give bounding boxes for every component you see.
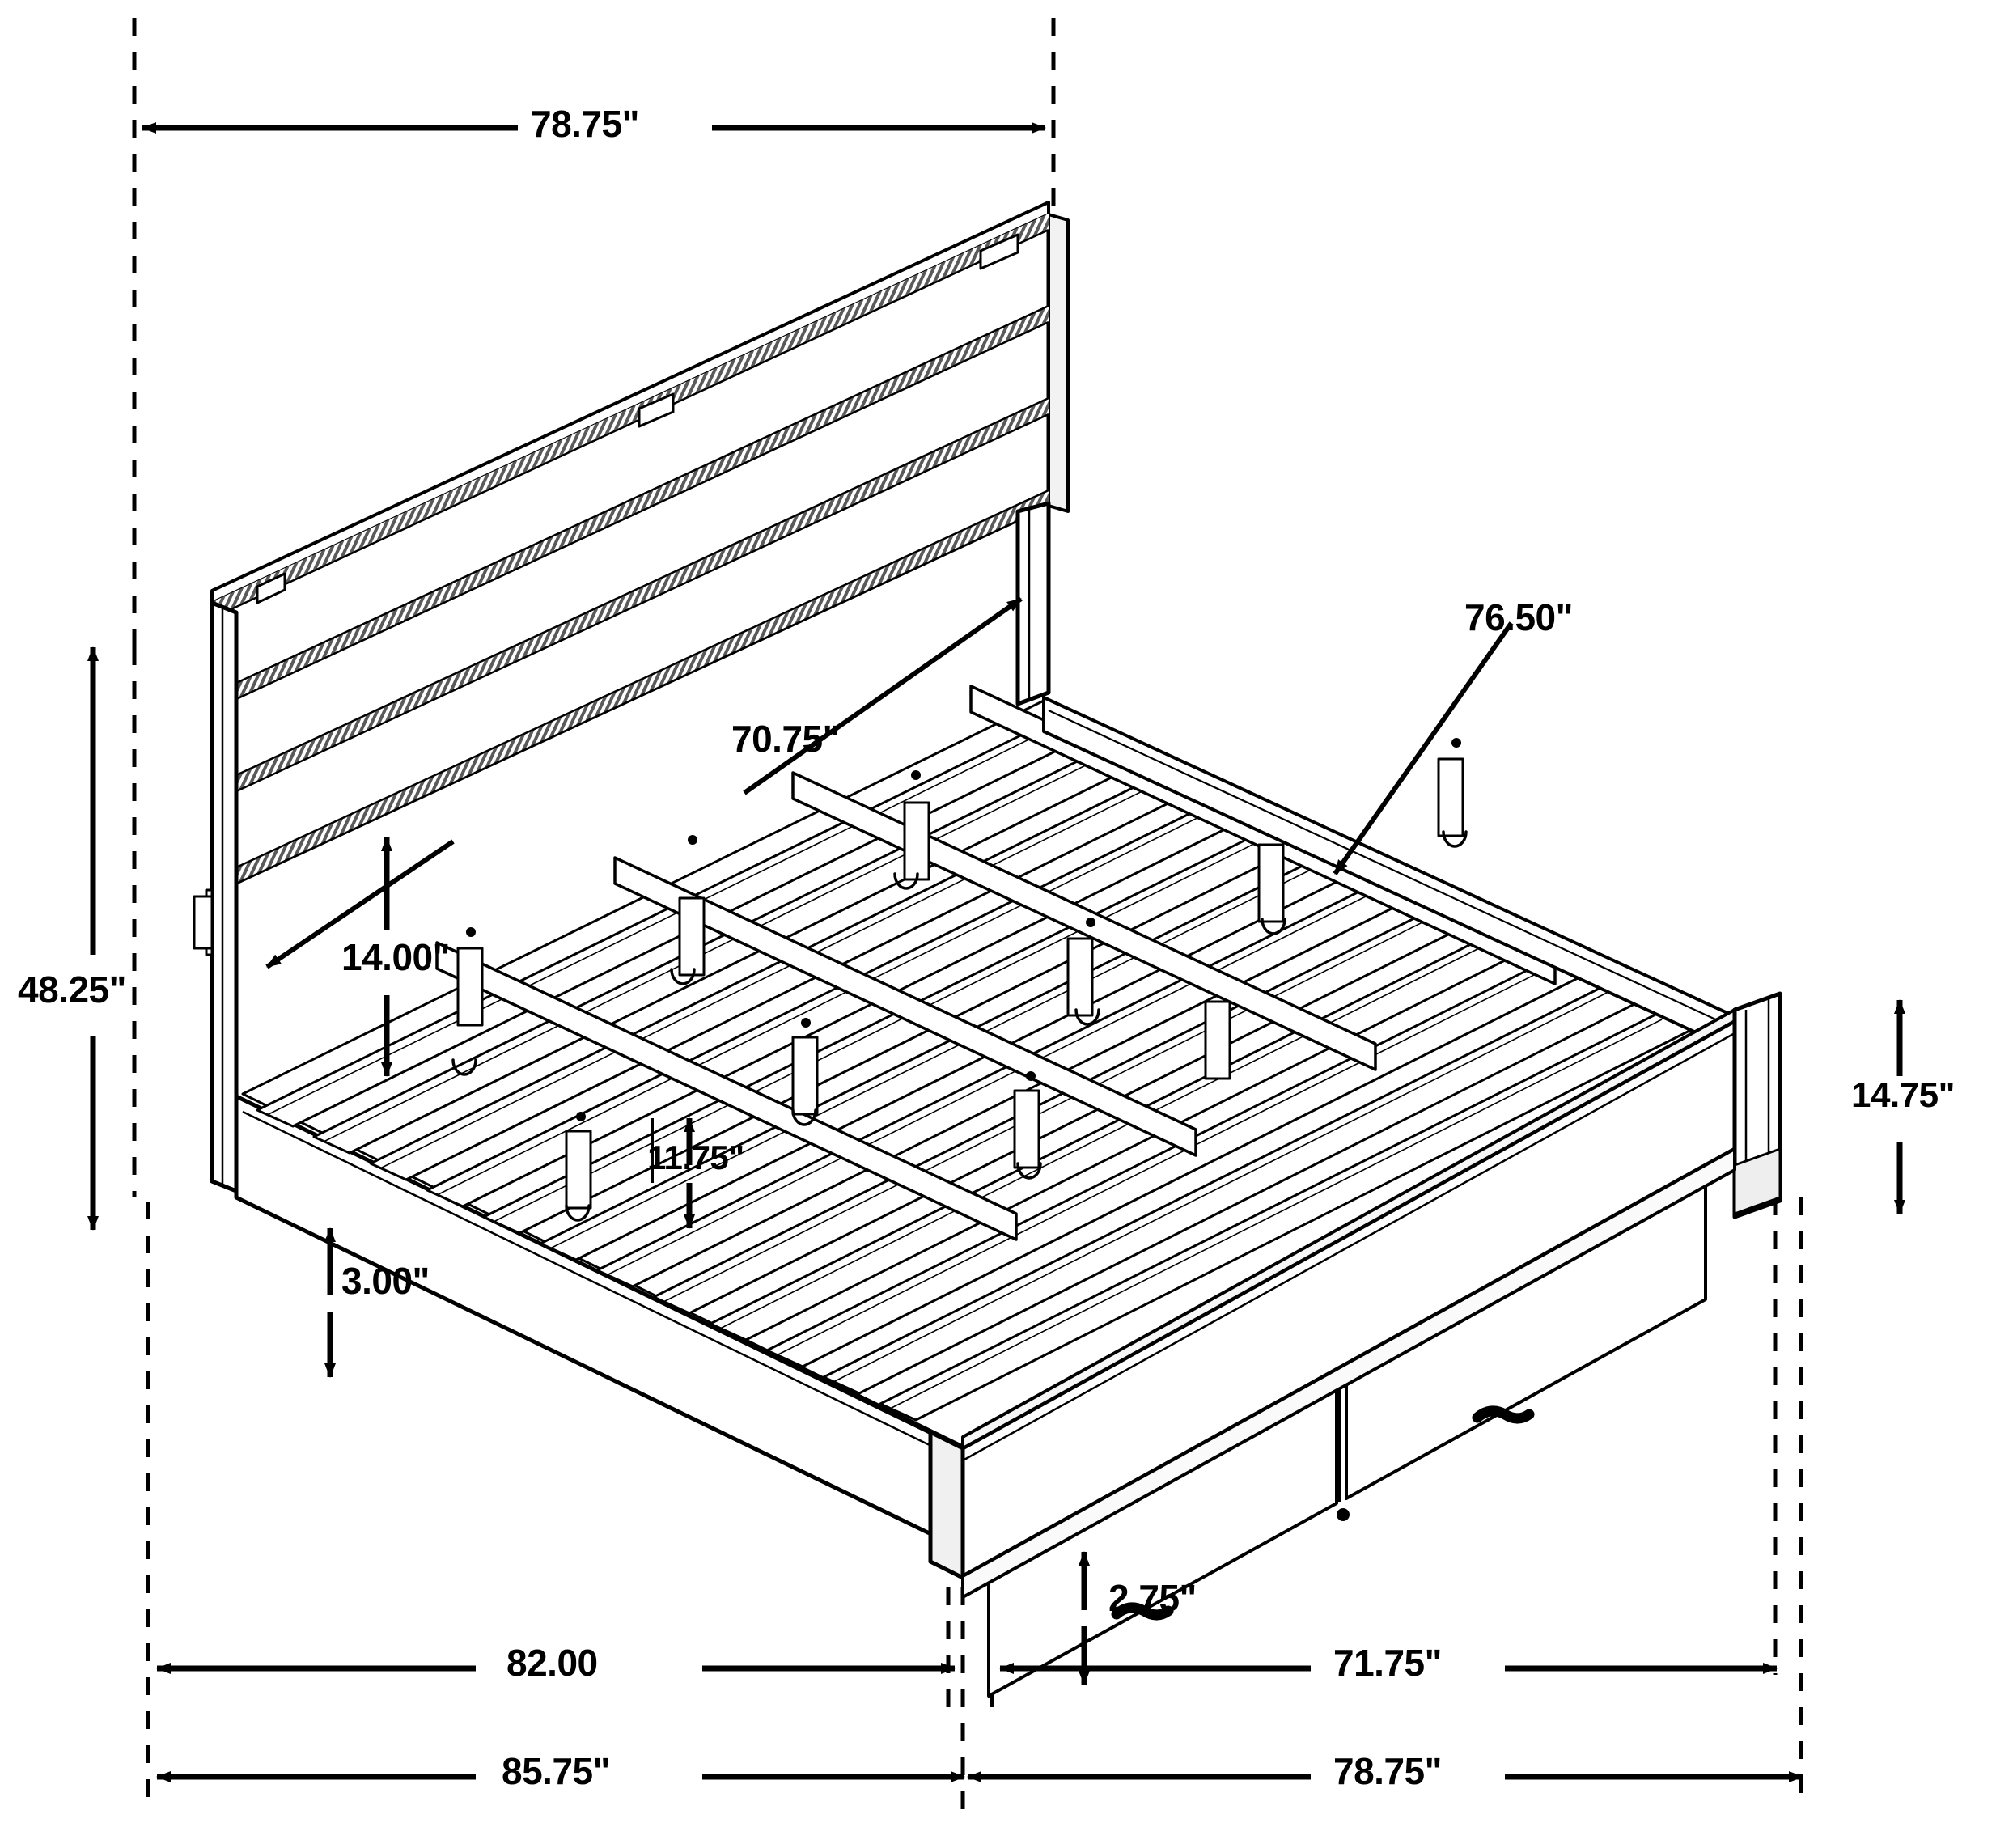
leader-headboard-panel-width (743, 596, 1023, 795)
drawer-pull-left (1111, 1602, 1174, 1621)
headboard-bracket-left (193, 895, 214, 950)
dim-label-headboard-clearance: 14.00" (341, 936, 450, 978)
dim-label-headboard-panel-width: 70.75" (731, 718, 840, 760)
headboard-panel (193, 201, 1070, 1193)
headboard-left-post (210, 600, 239, 1193)
headboard-tab-right (979, 233, 1019, 270)
dim-label-overall-height-left: 48.25" (18, 969, 126, 1011)
leader-slat-platform-length (1333, 621, 1514, 875)
deck-support-legs (456, 757, 1464, 1210)
headboard-tab-left (256, 572, 286, 604)
dim-label-footboard-width-outer: 78.75" (1333, 1750, 1442, 1792)
headboard-right-post (1015, 501, 1051, 706)
slat-clips (451, 830, 1468, 1222)
headboard-tab-mid (638, 392, 675, 428)
dim-label-slat-platform-length: 76.50" (1464, 596, 1573, 638)
dim-label-drawer-bottom-clearance: 2.75" (1108, 1577, 1197, 1619)
headboard-slat-groove-outlines (211, 228, 1049, 896)
drawer-pull-right (1472, 1405, 1535, 1424)
dim-label-rail-height: 3.00" (341, 1260, 430, 1302)
dim-label-footboard-width-inner: 71.75" (1333, 1642, 1442, 1684)
dim-label-bed-length-outer: 85.75" (502, 1750, 610, 1792)
dimension-lines (87, 122, 1905, 1782)
dim-label-bed-length-inner: 82.00 (506, 1642, 598, 1684)
deck-slat-shadows (266, 725, 1663, 1409)
leader-headboard-panel-width-2 (265, 839, 455, 969)
dim-label-footboard-height-right: 14.75" (1851, 1075, 1955, 1115)
headboard-slat-grooves (212, 214, 1049, 895)
footboard (928, 991, 1782, 1698)
dim-label-deck-height: 11.75" (647, 1138, 744, 1176)
dim-label-overall-width-top: 78.75" (531, 103, 639, 145)
